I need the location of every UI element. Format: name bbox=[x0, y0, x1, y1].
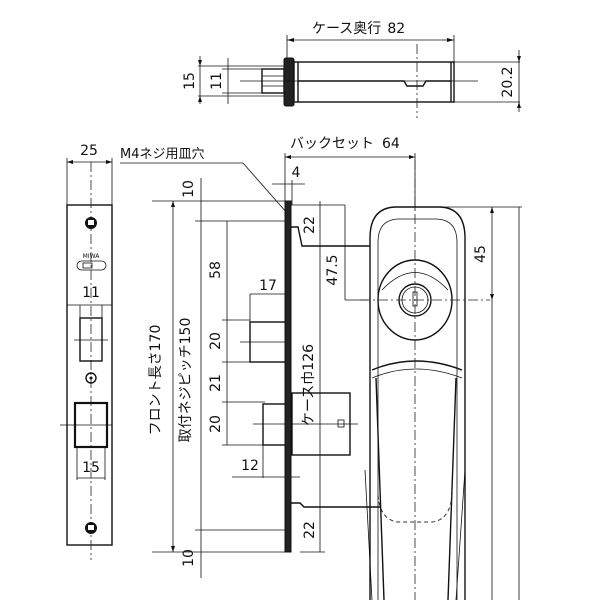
brand-logo: MIWA bbox=[83, 253, 101, 260]
screw-pitch: 取付ネジピッチ150 bbox=[178, 318, 194, 443]
plate-thickness: 4 bbox=[292, 165, 301, 181]
bottom-margin: 10 bbox=[181, 549, 197, 567]
top-height-outer: 15 bbox=[182, 72, 198, 90]
dim-58: 58 bbox=[208, 261, 224, 279]
top-height-inner: 11 bbox=[209, 72, 225, 90]
case-thickness: 20.2 bbox=[500, 66, 516, 97]
dim-20-upper: 20 bbox=[208, 332, 224, 350]
case-height: ケース巾126 bbox=[301, 344, 317, 426]
front-plate-width: 25 bbox=[80, 143, 98, 159]
dim-20-lower: 20 bbox=[208, 415, 224, 433]
screw-hole-label: M4ネジ用皿穴 bbox=[120, 147, 205, 162]
top-margin: 10 bbox=[181, 180, 197, 198]
front-plate-view: 25 MIWA 11 15 bbox=[60, 143, 113, 560]
latch-projection: 17 bbox=[259, 278, 277, 294]
handle-view: 45 bbox=[360, 160, 522, 600]
dim-22-bottom: 22 bbox=[302, 521, 318, 539]
latch-width: 11 bbox=[82, 285, 100, 301]
dim-21: 21 bbox=[208, 374, 224, 392]
dim-47-5: 47.5 bbox=[325, 254, 341, 285]
rose-height: 45 bbox=[473, 245, 489, 263]
deadbolt-width: 15 bbox=[82, 460, 100, 476]
deadbolt-projection: 12 bbox=[241, 458, 259, 474]
front-length: フロント長さ170 bbox=[148, 325, 164, 436]
dim-22-top: 22 bbox=[302, 216, 318, 234]
